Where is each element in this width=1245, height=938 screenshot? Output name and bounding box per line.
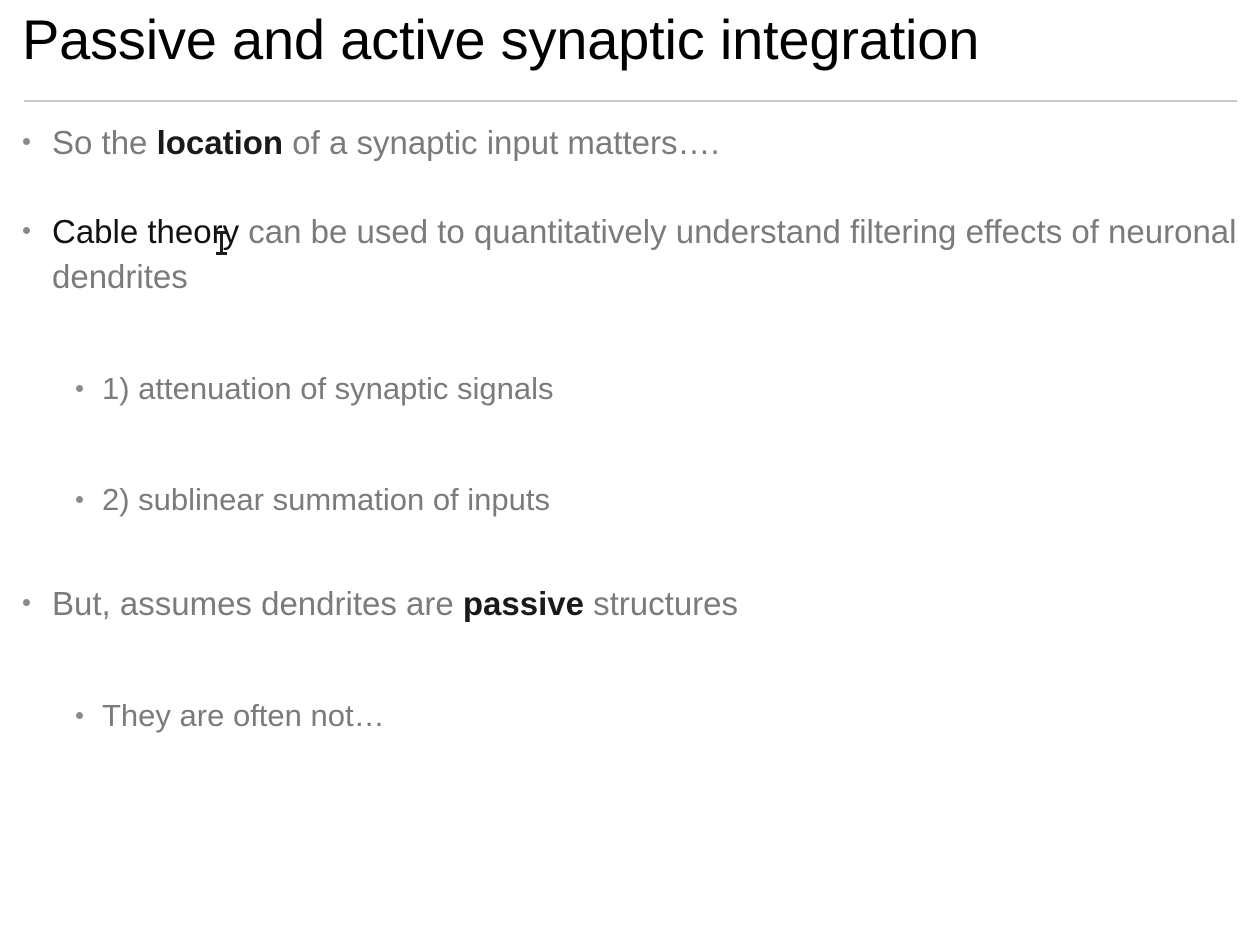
bullet-1-emphasis-location: location	[156, 124, 284, 161]
bullet-2-segment-post: can be used to quantitatively understand…	[52, 213, 1237, 295]
spacer-2	[0, 299, 1245, 367]
bullet-text-3: 1) attenuation of synaptic signals	[102, 371, 554, 406]
bullet-item-4: 2) sublinear summation of inputs	[0, 478, 1245, 521]
bullet-text-2: Cable theory can be used to quantitative…	[52, 209, 1245, 299]
bullet-text-5: But, assumes dendrites are passive struc…	[52, 581, 1245, 626]
spacer-4	[0, 521, 1245, 581]
bullet-dot-icon	[76, 712, 83, 719]
bullet-dot-icon	[23, 599, 30, 606]
bullet-dot-icon	[23, 138, 30, 145]
bullet-2-emphasis-cable-theory: Cable theory	[52, 213, 240, 250]
spacer-1	[0, 165, 1245, 209]
slide-body: So the location of a synaptic input matt…	[0, 120, 1245, 737]
bullet-item-5: But, assumes dendrites are passive struc…	[0, 581, 1245, 626]
spacer-5	[0, 626, 1245, 694]
bullet-5-segment-pre: But, assumes dendrites are	[52, 585, 463, 622]
bullet-dot-icon	[23, 227, 30, 234]
bullet-5-emphasis-passive: passive	[462, 585, 584, 622]
spacer-3	[0, 410, 1245, 478]
bullet-dot-icon	[76, 385, 83, 392]
bullet-item-3: 1) attenuation of synaptic signals	[0, 367, 1245, 410]
bullet-text-6: They are often not…	[102, 698, 385, 733]
bullet-dot-icon	[76, 496, 83, 503]
bullet-text-4: 2) sublinear summation of inputs	[102, 482, 551, 517]
bullet-item-2: Cable theory can be used to quantitative…	[0, 209, 1245, 299]
bullet-item-6: They are often not…	[0, 694, 1245, 737]
page-title: Passive and active synaptic integration	[22, 8, 980, 71]
bullet-1-segment-pre: So the	[52, 124, 157, 161]
bullet-text-1: So the location of a synaptic input matt…	[52, 120, 1245, 165]
bullet-1-segment-post: of a synaptic input matters….	[283, 124, 720, 161]
bullet-5-segment-post: structures	[583, 585, 739, 622]
title-divider	[24, 100, 1237, 102]
bullet-item-1: So the location of a synaptic input matt…	[0, 120, 1245, 165]
